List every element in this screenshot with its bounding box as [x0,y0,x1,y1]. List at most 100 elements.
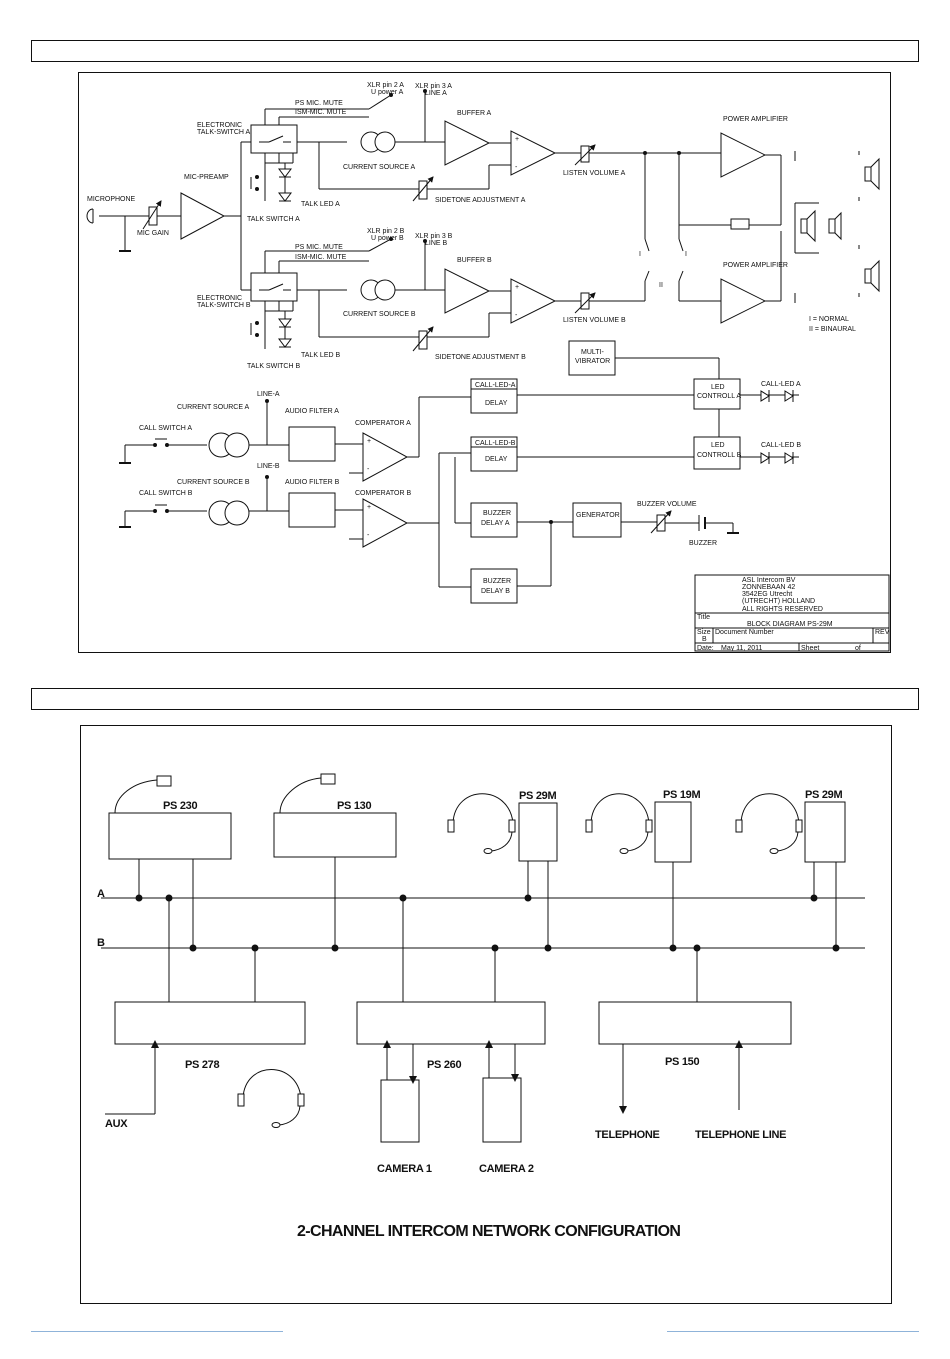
ps260-label: PS 260 [427,1059,461,1071]
bus-a-label: A [97,888,105,900]
company-line-1: ASL Intercom BV [742,577,796,584]
sidetone-b-pot [418,330,428,350]
sidetone-a-label: SIDETONE ADJUSTMENT A [435,197,526,204]
comperator-a-plus: + [367,438,371,445]
ps130-unit [273,812,397,858]
xlr2b-2: U power B [371,235,404,242]
company-line-2: ZONNEBAAN 42 [742,584,795,591]
comperator-a-triangle [362,432,409,482]
talk-switch-b-icon [250,321,259,337]
ps230-unit [108,812,232,860]
speaker-icon-middle-left [800,209,816,243]
current-source-b2-coil-2 [224,500,250,526]
telephone-line-label: TELEPHONE LINE [695,1129,786,1141]
headset-icon-4 [237,1069,305,1128]
ps19m-unit [654,801,692,863]
xlr2a-2: U power A [371,89,404,96]
current-source-a2-coil-2 [224,432,250,458]
network-title: 2-CHANNEL INTERCOM NETWORK CONFIGURATION [297,1223,680,1240]
ps150-label: PS 150 [665,1056,699,1068]
buffer-b-label: BUFFER B [457,257,492,264]
led-control-b-label-1: LED [711,442,725,449]
size-value: B [702,636,707,643]
led-control-a-label-1: LED [711,384,725,391]
buffer-a-triangle [444,120,491,166]
xlr2a-1: XLR pin 2 A [367,82,404,89]
switch-i-label-2: I [685,251,687,258]
date-value: May 11, 2011 [721,645,762,652]
power-amp-b-triangle [720,278,767,324]
switch-i-label-1: I [639,251,641,258]
current-source-a2-label: CURRENT SOURCE A [177,404,250,411]
talk-switch-a-icon [250,175,259,191]
buffer-a-label: BUFFER A [457,110,492,117]
camera-2-label: CAMERA 2 [479,1163,534,1175]
talk-led-b-label: TALK LED B [301,352,340,359]
microphone-icon [86,208,94,224]
block-diagram-frame: MICROPHONE MIC GAIN MIC-PREAMP ELECTRONI… [78,72,891,653]
xlr3a-2: LINE A [425,90,447,97]
call-switch-b-icon [153,504,169,513]
company-line-4: (UTRECHT) HOLLAND [742,598,815,605]
call-led-a-delay-box [470,378,518,414]
led-control-b-label-2: CONTROLL B [697,452,742,459]
call-switch-a-icon [153,438,169,447]
talk-led-a-icon [278,163,292,202]
talk-led-b-icon [278,311,292,348]
headset-icon-2 [585,793,653,854]
buzzer-delay-b-label-2: DELAY B [481,588,510,595]
multivibrator-box [568,340,616,376]
ps29m-2-label: PS 29M [805,789,842,801]
buzzer-delay-a-label-2: DELAY A [481,520,510,527]
buzzer-volume-label: BUZZER VOLUME [637,501,697,508]
sidetone-b-label: SIDETONE ADJUSTMENT B [435,354,526,361]
call-led-b-delay-box [470,436,518,472]
audio-filter-b-box [288,492,336,528]
audio-filter-a-box [288,426,336,462]
legend-binaural: II = BINAURAL [809,326,856,333]
ets-b-label-1: ELECTRONIC [197,295,242,302]
of-label: of [855,645,861,652]
call-led-b-delay-label-1: CALL-LED-B [475,440,516,447]
line-b-label: LINE-B [257,463,280,470]
call-led-b-icons [760,452,794,464]
talk-switch-b-label: TALK SWITCH B [247,363,300,370]
ps29m-1-label: PS 29M [519,790,556,802]
electronic-talk-switch-a [250,124,298,154]
line-a-label: LINE-A [257,391,280,398]
mic-preamp-triangle [180,192,226,240]
microphone-label: MICROPHONE [87,196,136,203]
section-header-band-2 [31,688,919,710]
led-control-b-box [693,436,741,470]
headset-icon-3 [735,793,803,854]
buzzer-volume-pot [656,514,666,532]
xlr3a-1: XLR pin 3 A [415,83,452,90]
ps230-gooseneck [114,779,158,814]
comperator-a-minus: - [367,466,370,473]
listen-volume-b-pot [580,292,590,310]
switch-ii-label: II [659,282,663,289]
comperator-a-label: COMPERATOR A [355,420,411,427]
ps29m-2-unit [804,801,846,863]
ets-a-label-1: ELECTRONIC [197,122,242,129]
xlr2b-1: XLR pin 2 B [367,228,405,235]
sidetone-a-pot [418,180,428,200]
headset-icon-1 [447,793,516,854]
talk-switch-a-label: TALK SWITCH A [247,216,300,223]
ets-b-label-2: TALK-SWITCH B [197,302,251,309]
comperator-b-minus: - [367,532,370,539]
current-source-b-coil-2 [374,279,396,301]
block-diagram-svg: MICROPHONE MIC GAIN MIC-PREAMP ELECTRONI… [86,82,890,652]
buffer-b-triangle [444,268,491,314]
speaker-icon-middle-right [828,211,842,241]
ps-mic-mute-b: PS MIC. MUTE [295,244,343,251]
mic-gain-label: MIC GAIN [137,230,169,237]
aux-label: AUX [105,1118,128,1130]
drawing-title: BLOCK DIAGRAM PS-29M [747,621,833,628]
call-switch-a-label: CALL SWITCH A [139,425,192,432]
listen-volume-b-label: LISTEN VOLUME B [563,317,626,324]
led-control-a-label-2: CONTROLL A [697,393,741,400]
audio-filter-b-label: AUDIO FILTER B [285,479,340,486]
mixer-b-minus: - [515,312,518,319]
footer-rule-left [31,1331,283,1332]
